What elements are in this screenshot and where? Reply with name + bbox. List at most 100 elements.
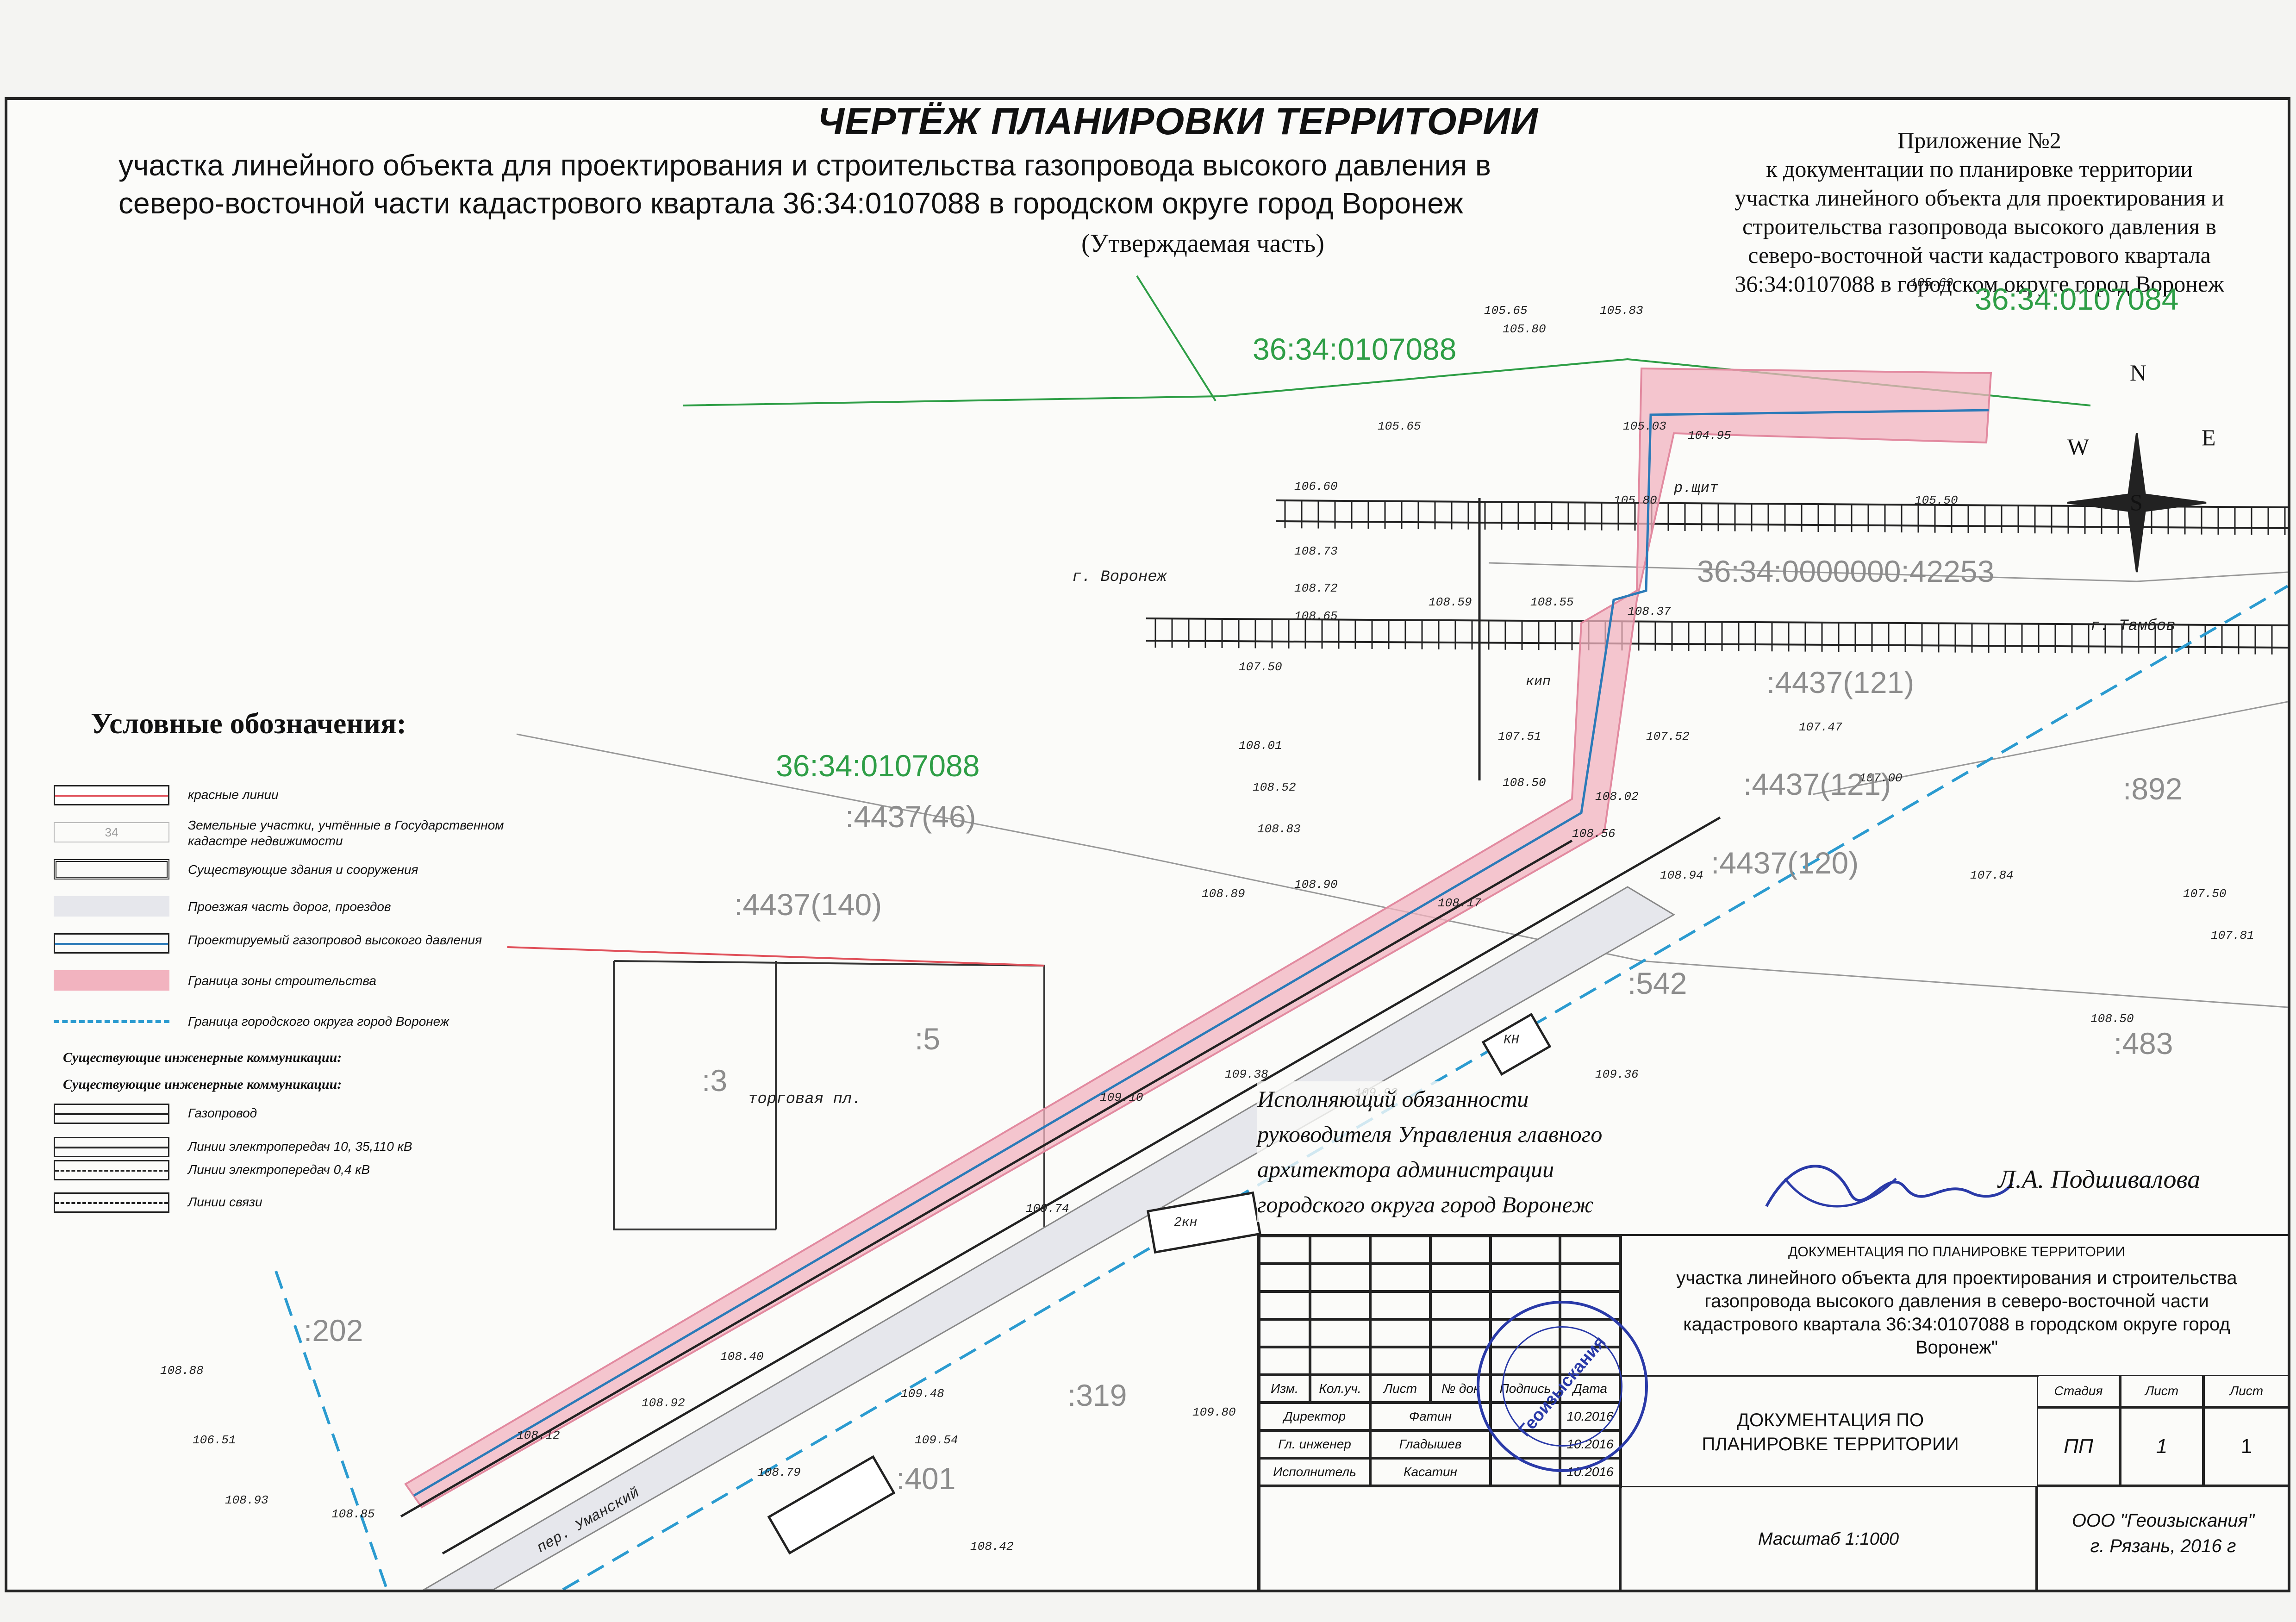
cadastral-label: :202 bbox=[304, 1313, 363, 1348]
elevation-mark: 108.83 bbox=[1257, 822, 1301, 836]
approval-line: архитектора администрации bbox=[1257, 1156, 1554, 1182]
role-cell: Исполнитель bbox=[1259, 1458, 1370, 1486]
col-header: Кол.уч. bbox=[1310, 1375, 1370, 1403]
blank-grid-cell bbox=[1310, 1291, 1370, 1319]
stage-value: ПП bbox=[2037, 1407, 2120, 1486]
elevation-mark: 109.48 bbox=[901, 1387, 944, 1401]
blank-grid-cell bbox=[1259, 1264, 1310, 1291]
place-label: кип bbox=[1526, 674, 1551, 690]
blank-grid-cell bbox=[1560, 1264, 1620, 1291]
legend-label: Земельные участки, учтённые в Государств… bbox=[188, 818, 504, 848]
compass-e: E bbox=[2202, 424, 2216, 450]
blank-grid-cell bbox=[1370, 1347, 1430, 1375]
name-cell: Фатин bbox=[1370, 1403, 1491, 1430]
elevation-mark: 108.01 bbox=[1239, 739, 1282, 753]
drawing-title: ЧЕРТЁЖ ПЛАНИРОВКИ ТЕРРИТОРИИ bbox=[817, 100, 1539, 143]
blank-grid-cell bbox=[1259, 1291, 1310, 1319]
compass-w: W bbox=[2067, 434, 2090, 460]
blank-grid-cell bbox=[1560, 1236, 1620, 1264]
sheets-label: Лист bbox=[2203, 1375, 2288, 1407]
place-label: 2кн bbox=[1174, 1216, 1198, 1230]
compass-rose bbox=[2067, 433, 2207, 573]
elevation-mark: 105.83 bbox=[1600, 304, 1643, 318]
blank-cell bbox=[1259, 1486, 1620, 1590]
railway-ties bbox=[1154, 500, 2286, 655]
scale-cell: Масштаб 1:1000 bbox=[1620, 1486, 2037, 1590]
appendix-line: участка линейного объекта для проектиров… bbox=[1734, 185, 2224, 211]
blank-grid-cell bbox=[1259, 1347, 1310, 1375]
elevation-mark: 105.03 bbox=[1623, 419, 1666, 433]
appendix-line: Приложение №2 bbox=[1897, 127, 2061, 153]
parcel-boundaries bbox=[516, 562, 2288, 1008]
approval-line: руководителя Управления главного bbox=[1257, 1121, 1603, 1147]
name-cell: Касатин bbox=[1370, 1458, 1491, 1486]
cadastral-label: :4437(46) bbox=[845, 799, 976, 834]
sheet-value: 1 bbox=[2120, 1407, 2203, 1486]
stage-label: Стадия bbox=[2037, 1375, 2120, 1407]
signature bbox=[1765, 1165, 2013, 1208]
legend-comm-line-symbol bbox=[54, 1192, 169, 1213]
legend-gas-pipeline-symbol bbox=[54, 933, 169, 954]
blank-grid-cell bbox=[1370, 1319, 1430, 1347]
cadastral-label: :542 bbox=[1628, 966, 1687, 1000]
col-header: Изм. bbox=[1259, 1375, 1310, 1403]
legend-gas-symbol bbox=[54, 1104, 169, 1124]
elevation-mark: 106.51 bbox=[193, 1433, 236, 1447]
approval-block: Исполняющий обязанности руководителя Упр… bbox=[1257, 1081, 1603, 1222]
drawing-subtitle-2: северо-восточной части кадастрового квар… bbox=[119, 187, 1463, 220]
signatory-name: Л.А. Подшивалова bbox=[1998, 1165, 2201, 1194]
place-label: г. Тамбов bbox=[2090, 618, 2176, 635]
utilities-heading: Существующие инженерные коммуникации: bbox=[63, 1077, 342, 1092]
place-label: КН bbox=[1504, 1033, 1519, 1048]
legend-label: Линии электропередач 0,4 кВ bbox=[188, 1162, 370, 1177]
utilities-heading: Существующие инженерные коммуникации: bbox=[63, 1050, 342, 1065]
elevation-mark: 108.55 bbox=[1530, 595, 1574, 609]
elevation-mark: 105.65 bbox=[1378, 419, 1421, 433]
role-cell: Гл. инженер bbox=[1259, 1430, 1370, 1458]
doc-header-cell: ДОКУМЕНТАЦИЯ ПО ПЛАНИРОВКЕ ТЕРРИТОРИИ уч… bbox=[1620, 1236, 2288, 1375]
elevation-mark: 108.65 bbox=[1294, 609, 1338, 623]
blank-grid-cell bbox=[1370, 1291, 1430, 1319]
elevation-mark: 105.50 bbox=[1915, 493, 1958, 507]
legend-city-boundary-symbol bbox=[54, 1012, 169, 1032]
elevation-mark: 108.72 bbox=[1294, 581, 1338, 595]
role-cell: Директор bbox=[1259, 1403, 1370, 1430]
cadastral-label: 36:34:0107084 bbox=[1975, 282, 2179, 316]
elevation-mark: 105.80 bbox=[1503, 322, 1546, 336]
blank-grid-cell bbox=[1310, 1236, 1370, 1264]
cadastral-label: :319 bbox=[1067, 1378, 1127, 1412]
doc-title-cell: ДОКУМЕНТАЦИЯ ПО ПЛАНИРОВКЕ ТЕРРИТОРИИ bbox=[1620, 1375, 2039, 1488]
elevation-mark: 108.02 bbox=[1595, 790, 1639, 804]
elevation-mark: 108.89 bbox=[1202, 887, 1245, 901]
red-lines bbox=[507, 946, 1045, 967]
approval-line: Исполняющий обязанности bbox=[1257, 1086, 1529, 1112]
elevation-mark: 109.10 bbox=[1100, 1091, 1143, 1104]
blank-grid-cell bbox=[1430, 1291, 1491, 1319]
blank-grid-cell bbox=[1370, 1264, 1430, 1291]
place-label: торговая пл. bbox=[748, 1091, 861, 1108]
legend-label: Линии электропередач 10, 35,110 кВ bbox=[188, 1139, 412, 1154]
cadastral-label: 36:34:0107088 bbox=[776, 749, 980, 783]
legend-power-line-symbol bbox=[54, 1137, 169, 1157]
doc-title: ДОКУМЕНТАЦИЯ ПО ПЛАНИРОВКЕ ТЕРРИТОРИИ bbox=[1702, 1410, 1959, 1454]
compass-s: S bbox=[2130, 489, 2143, 515]
elevation-mark: 108.85 bbox=[331, 1507, 375, 1521]
elevation-mark: 108.94 bbox=[1660, 868, 1703, 882]
elevation-mark: 109.74 bbox=[1026, 1202, 1069, 1216]
elevation-mark: 108.42 bbox=[970, 1540, 1014, 1553]
blank-grid-cell bbox=[1310, 1319, 1370, 1347]
legend-label: Проектируемый газопровод высокого давлен… bbox=[188, 933, 482, 947]
company-city-year: г. Рязань, 2016 г bbox=[2090, 1536, 2236, 1556]
cadastral-label: :4437(121) bbox=[1743, 767, 1891, 801]
elevation-mark: 107.50 bbox=[1239, 660, 1282, 674]
name-cell: Гладышев bbox=[1370, 1430, 1491, 1458]
elevation-mark: 108.73 bbox=[1294, 544, 1338, 558]
buildings bbox=[767, 1012, 1552, 1555]
elevation-mark: 109.38 bbox=[1225, 1067, 1268, 1081]
legend-label: Граница городского округа город Воронеж bbox=[188, 1014, 449, 1029]
elevation-mark: 107.50 bbox=[2183, 887, 2227, 901]
company-name: ООО "Геоизыскания" bbox=[2071, 1510, 2255, 1531]
doc-description: участка линейного объекта для проектиров… bbox=[1676, 1268, 2237, 1358]
blank-grid-cell bbox=[1491, 1264, 1560, 1291]
